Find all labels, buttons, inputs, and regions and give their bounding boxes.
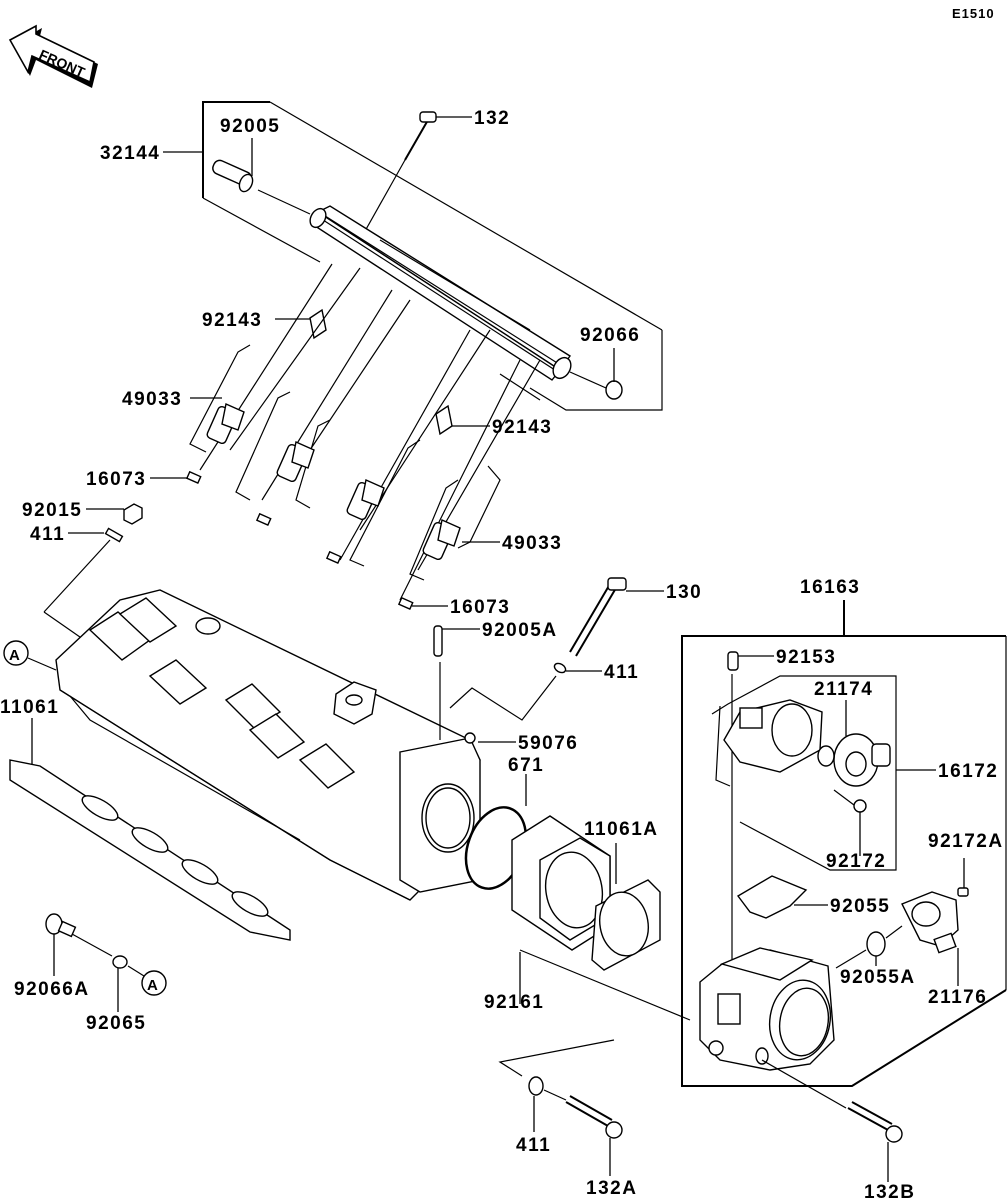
injector-3 <box>346 479 385 521</box>
label-92172: 92172 <box>826 851 886 872</box>
intake-manifold <box>55 589 516 901</box>
svg-text:A: A <box>9 647 21 664</box>
label-671: 671 <box>508 755 544 776</box>
valve-21174 <box>817 700 891 787</box>
washer-411 <box>449 662 602 721</box>
label-21176: 21176 <box>928 987 987 1008</box>
label-92161: 92161 <box>484 992 544 1013</box>
label-21174: 21174 <box>814 679 873 700</box>
bolt-132b <box>761 1059 903 1182</box>
sensor-21176 <box>901 891 959 986</box>
label-11061a: 11061A <box>584 819 659 840</box>
label-92066a: 92066A <box>14 979 90 1000</box>
ref-marker-a-top: A <box>3 640 57 671</box>
idle-control-subassembly-box <box>711 675 936 871</box>
label-92143-left: 92143 <box>202 310 262 331</box>
fuel-rail <box>309 205 607 389</box>
nut-92015 <box>86 503 143 525</box>
label-92066: 92066 <box>580 325 640 346</box>
seals-16073 <box>150 470 448 611</box>
label-16073-right: 16073 <box>450 597 510 618</box>
label-411-mid: 411 <box>604 662 639 683</box>
bolt-132a <box>543 1089 623 1176</box>
fuel-rail-assembly-bracket <box>163 101 663 411</box>
callout-labels: 32144 92005 132 92143 92066 49033 92143 … <box>0 108 1004 1200</box>
throttle-body-assembly-box <box>681 600 1007 1087</box>
label-49033-left: 49033 <box>122 389 182 410</box>
fitting-92005 <box>212 138 311 215</box>
screw-92172 <box>833 789 867 856</box>
gasket-92055 <box>736 875 828 919</box>
collar-92143-left <box>275 308 327 340</box>
bolt-130 <box>569 577 664 657</box>
label-132: 132 <box>474 108 510 129</box>
spacer-92161 <box>511 815 691 1021</box>
o-ring-92055a <box>835 925 903 969</box>
collar-92143-right <box>435 404 490 436</box>
washer-411-bottom <box>498 1039 615 1132</box>
label-49033-right: 49033 <box>502 533 562 554</box>
label-92015: 92015 <box>22 500 82 521</box>
label-92055: 92055 <box>830 896 890 917</box>
label-92005: 92005 <box>220 116 280 137</box>
label-16073-left: 16073 <box>86 469 146 490</box>
label-32144: 32144 <box>100 143 160 164</box>
gasket-11061a <box>591 843 661 971</box>
injector-4 <box>422 519 461 561</box>
label-92143-right: 92143 <box>492 417 552 438</box>
ref-marker-a-bottom: A <box>141 970 167 996</box>
label-132a: 132A <box>586 1178 637 1199</box>
gasket-11061 <box>9 718 291 941</box>
injector-2 <box>276 441 315 483</box>
label-411-left: 411 <box>30 524 65 545</box>
throttle-body <box>699 947 835 1071</box>
washer-92065 <box>112 955 145 1012</box>
idle-control-housing <box>723 699 823 773</box>
label-92055a: 92055A <box>840 967 916 988</box>
front-arrow-icon: FRONT <box>8 24 98 88</box>
label-16163: 16163 <box>800 577 860 598</box>
label-92065: 92065 <box>86 1013 146 1034</box>
label-92172a: 92172A <box>928 831 1004 852</box>
cap-92066 <box>605 348 623 400</box>
label-130: 130 <box>666 582 702 603</box>
plug-92066a <box>45 913 113 976</box>
bolt-132 <box>359 111 472 241</box>
label-16172: 16172 <box>938 761 998 782</box>
injector-1 <box>206 403 245 445</box>
label-92005a: 92005A <box>482 620 558 641</box>
bolt-92153 <box>727 651 774 960</box>
label-11061: 11061 <box>0 697 59 718</box>
injector-guides <box>189 239 541 601</box>
screw-92172a <box>957 858 969 897</box>
svg-text:A: A <box>147 977 159 994</box>
label-411-bottom: 411 <box>516 1135 551 1156</box>
pin-92005a <box>433 625 480 740</box>
label-59076: 59076 <box>518 733 578 754</box>
label-92153: 92153 <box>776 647 836 668</box>
label-132b: 132B <box>864 1182 915 1200</box>
diagram-code: E1510 <box>952 6 995 21</box>
